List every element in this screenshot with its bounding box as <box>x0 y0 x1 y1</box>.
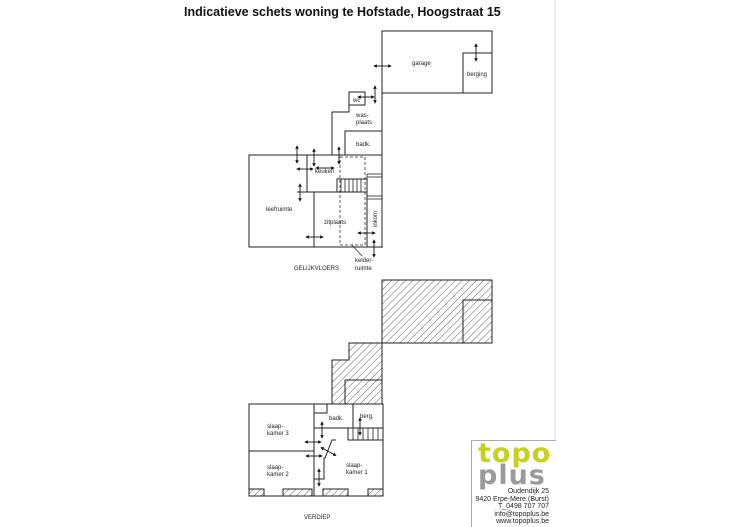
garage-room <box>381 30 493 94</box>
room-label-inkom: inkom <box>373 211 379 227</box>
shaft <box>313 403 328 414</box>
door-arrow <box>320 447 337 456</box>
room-label-slaapkamer3: kamer 3 <box>267 431 289 437</box>
room-label-slaapkamer2: slaap- <box>267 465 283 471</box>
address-city: 9420 Erpe-Mere (Burst) <box>475 495 549 503</box>
room-label-slaapkamer1: slaap- <box>346 463 362 469</box>
room-label-slaapkamer3: slaap- <box>267 424 283 430</box>
room-label-leefruimte: leefruimte <box>266 207 293 213</box>
upper-floor-plan: slaap- kamer 3 slaap- kamer 2 slaap- kam… <box>248 279 493 521</box>
room-label-wasplaats: was- <box>355 113 369 119</box>
floor-caption-ground: GELIJKVLOERS <box>294 266 339 272</box>
windows-hatched <box>248 488 384 497</box>
room-label-slaapkamer2: kamer 2 <box>267 472 289 478</box>
room-label-kelderruimte: kelder- <box>355 258 373 264</box>
room-label-berging: berging <box>467 72 487 78</box>
wall <box>344 130 382 155</box>
company-address: Oudendijk 25 9420 Erpe-Mere (Burst) T_04… <box>464 488 549 526</box>
room-label-garage: garage <box>412 61 431 67</box>
room-label-badk: badk. <box>356 142 371 148</box>
floor-caption-upper: VERDIEP <box>304 515 330 521</box>
room-label-kelderruimte: ruimte <box>355 266 372 272</box>
wall <box>314 439 336 480</box>
ground-floor-plan: garage berging wc was- plaats badk. keuk… <box>248 30 493 272</box>
address-phone: T_0498 707 707 <box>498 503 549 510</box>
staircase <box>336 173 382 200</box>
company-logo: topo plus <box>471 440 556 527</box>
wall <box>462 299 492 343</box>
upper-staircase <box>347 427 384 441</box>
room-label-badk: badk. <box>329 416 344 422</box>
address-email[interactable]: info@topoplus.be <box>494 510 549 518</box>
room-label-keuken: keuken <box>315 169 334 175</box>
room-label-wasplaats: plaats <box>356 120 372 126</box>
room-label-slaapkamer1: kamer 1 <box>346 470 368 476</box>
room-label-berg: berg. <box>360 414 374 420</box>
room-label-wc: wc <box>352 98 360 104</box>
kelder-outline <box>339 156 366 246</box>
address-website[interactable]: www.topoplus.be <box>496 518 549 525</box>
wall <box>331 105 350 155</box>
hatched-roof <box>331 342 383 405</box>
logo-plus: plus <box>478 460 546 491</box>
logo-topo: topo <box>478 438 552 469</box>
address-street: Oudendijk 25 <box>507 488 549 495</box>
leader-line <box>351 244 363 257</box>
room-label-zitplaats: zitplaats <box>324 220 346 226</box>
document-title: Indicatieve schets woning te Hofstade, H… <box>184 5 501 19</box>
hatched-garage-roof <box>381 279 493 344</box>
